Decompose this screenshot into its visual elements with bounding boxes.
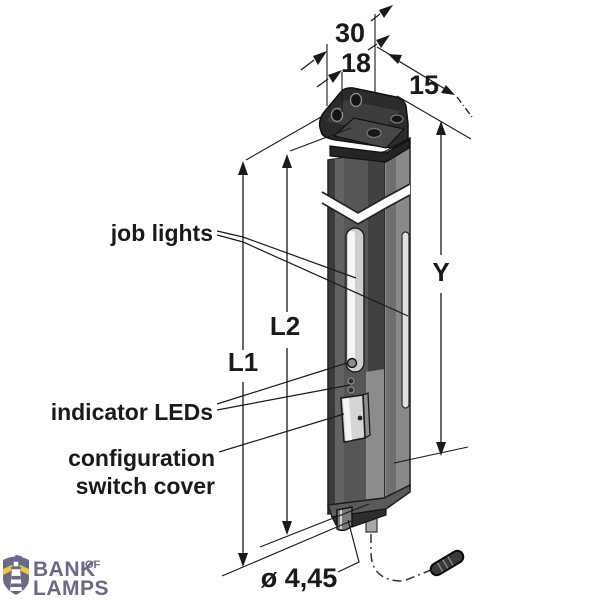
end-cap — [327, 483, 411, 532]
connector-plug — [429, 549, 465, 577]
bracket-hole — [366, 127, 382, 139]
callout-label-indicator-leds: indicator LEDs — [51, 399, 213, 425]
dimension-label-15: 15 — [409, 70, 439, 100]
lighthouse-icon — [3, 555, 29, 595]
callout-annotations: job lights indicator LEDs configuration … — [51, 220, 409, 499]
job-light-window-side — [401, 231, 410, 409]
dimension-label-cable-diameter: ø 4,45 — [261, 563, 338, 593]
callout-label-configuration: configuration — [68, 445, 215, 471]
cable-dashdot — [370, 534, 404, 582]
dimension-label-18: 18 — [341, 48, 371, 78]
body-side-face — [383, 136, 411, 508]
callout-configuration-switch-cover: configuration switch cover — [68, 413, 345, 499]
callout-indicator-leds: indicator LEDs — [51, 362, 351, 425]
brand-word-bank: BANK — [33, 558, 96, 581]
dimension-y: Y — [393, 95, 472, 464]
bracket-hole — [390, 114, 404, 124]
dimension-label-30: 30 — [335, 18, 365, 48]
brand-word-of: OF — [85, 559, 101, 571]
job-light-window-front — [345, 227, 365, 373]
dimension-cable-diameter: ø 4,45 — [261, 519, 360, 593]
bracket-hole — [349, 92, 363, 108]
dimension-l1: L1 — [221, 116, 352, 577]
configuration-switch-cover — [340, 392, 371, 443]
dimension-label-y: Y — [432, 257, 449, 287]
dimension-30: 30 — [300, 5, 393, 106]
watermark-logo: BANK OF LAMPS — [3, 555, 109, 600]
indicator-leds — [346, 357, 358, 394]
dimension-label-l2: L2 — [270, 311, 300, 341]
sensor-device — [318, 87, 465, 582]
dimension-l2: L2 — [259, 127, 370, 548]
mounting-bracket — [318, 87, 410, 163]
dimension-annotations: 30 18 15 L1 — [221, 5, 473, 593]
bracket-hole — [330, 107, 344, 123]
callout-label-job-lights: job lights — [110, 220, 213, 246]
dimension-18: 18 — [316, 35, 390, 112]
dimension-label-l1: L1 — [228, 347, 258, 377]
callout-label-switch-cover: switch cover — [76, 473, 215, 499]
cable-and-connector — [370, 534, 465, 582]
dimension-15: 15 — [376, 46, 473, 118]
callout-job-lights: job lights — [110, 220, 409, 317]
break-line — [321, 183, 411, 225]
brand-word-lamps: LAMPS — [33, 577, 109, 600]
